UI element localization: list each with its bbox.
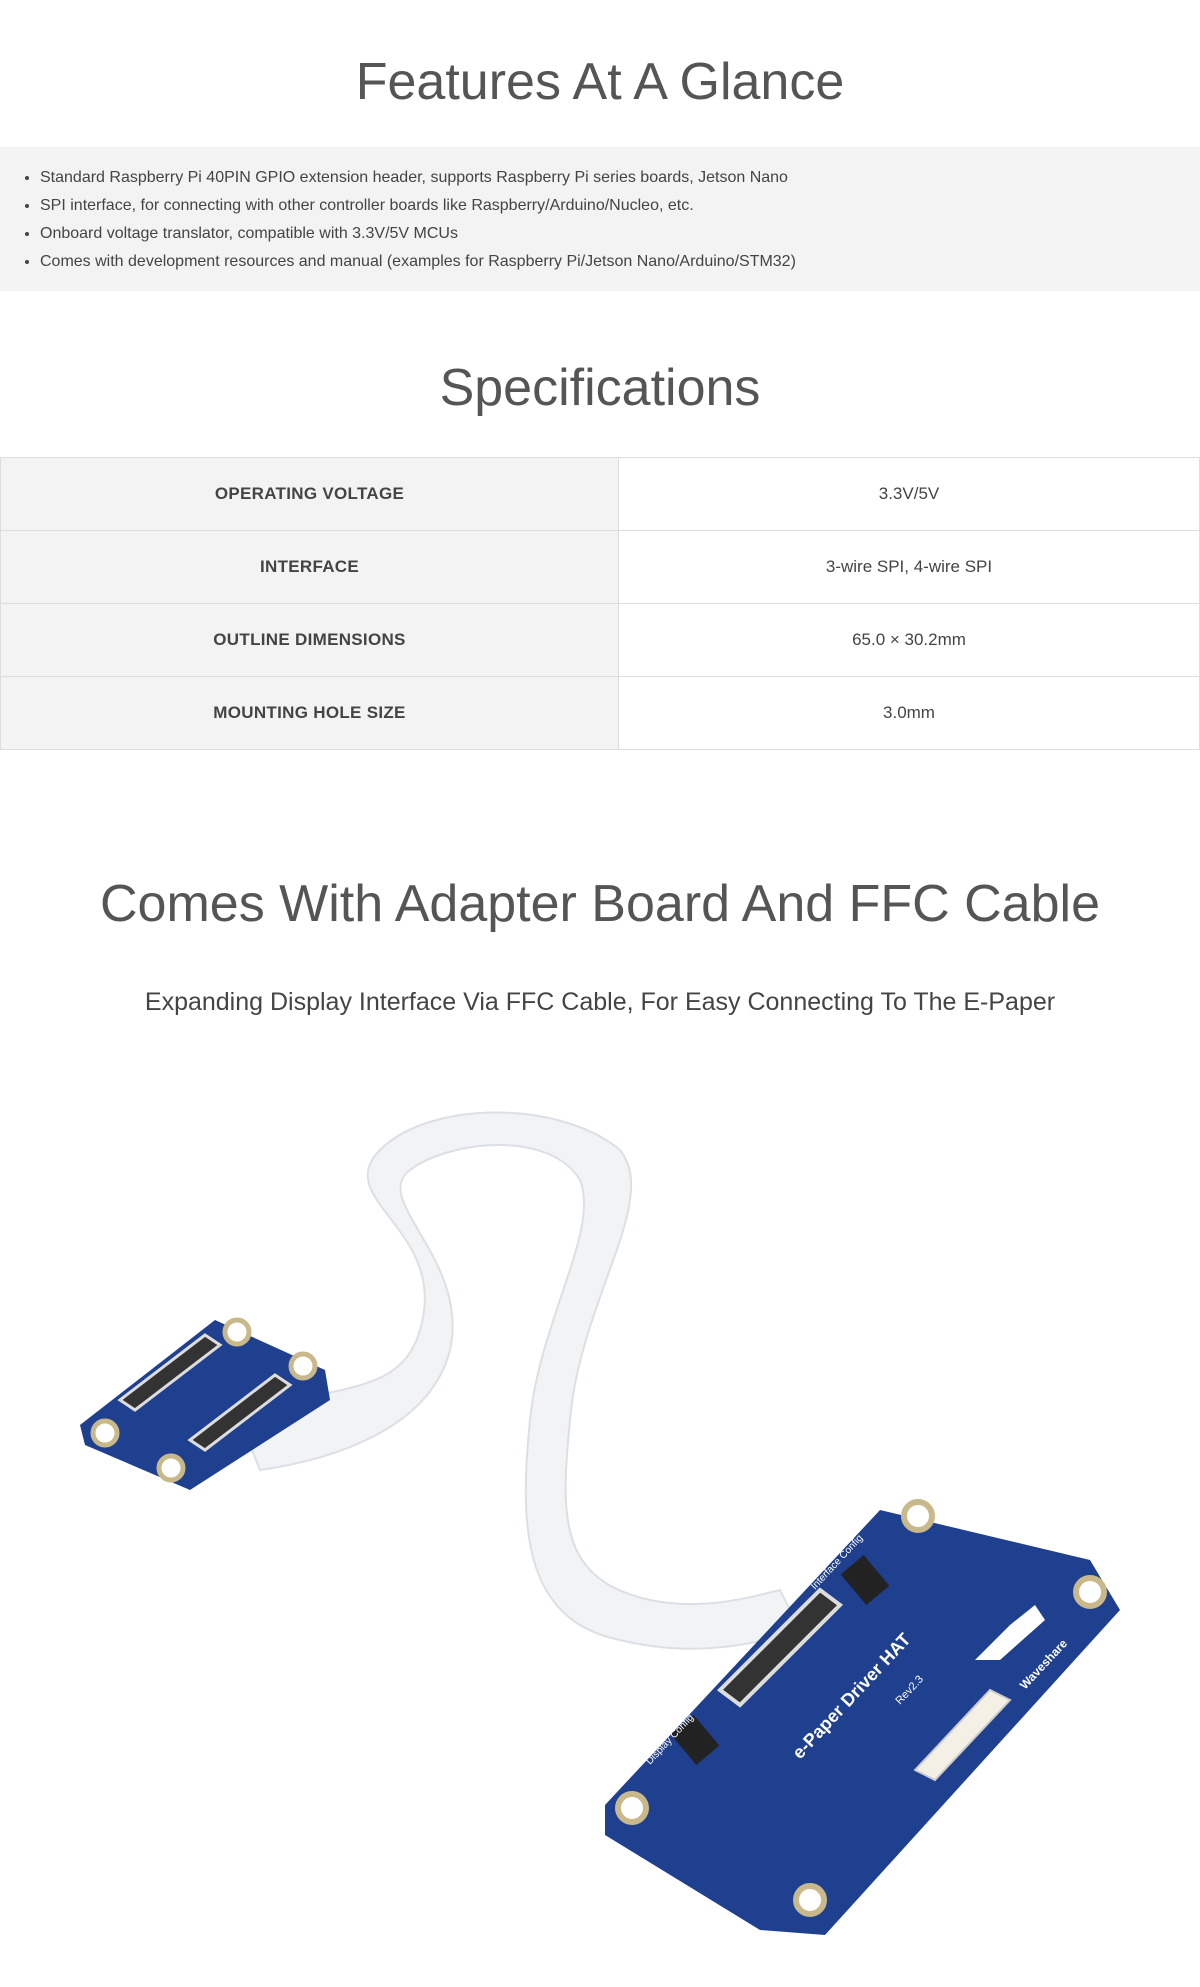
waveshare-logo-icon: [975, 1605, 1045, 1660]
adapter-title: Comes With Adapter Board And FFC Cable: [99, 875, 1100, 933]
feature-item: Onboard voltage translator, compatible w…: [40, 220, 796, 248]
spec-value: 3.0mm: [618, 676, 1200, 750]
product-image: e-Paper Driver HAT Rev2.3 Waveshare Inte…: [80, 1111, 1120, 1935]
feature-item: Comes with development resources and man…: [40, 248, 796, 276]
e-paper-driver-hat: e-Paper Driver HAT Rev2.3 Waveshare Inte…: [605, 1499, 1120, 1935]
spec-label: OPERATING VOLTAGE: [0, 457, 619, 531]
spec-label: INTERFACE: [0, 530, 619, 604]
spec-value: 65.0 × 30.2mm: [618, 603, 1200, 677]
specifications-title: Specifications: [439, 359, 761, 417]
spec-value: 3.3V/5V: [618, 457, 1200, 531]
spec-label: MOUNTING HOLE SIZE: [0, 676, 619, 750]
adapter-board: [80, 1317, 330, 1490]
spec-value: 3-wire SPI, 4-wire SPI: [618, 530, 1200, 604]
feature-item: Standard Raspberry Pi 40PIN GPIO extensi…: [40, 164, 796, 192]
features-list: Standard Raspberry Pi 40PIN GPIO extensi…: [0, 164, 796, 276]
adapter-subtitle: Expanding Display Interface Via FFC Cabl…: [144, 988, 1056, 1016]
feature-item: SPI interface, for connecting with other…: [40, 192, 796, 220]
features-list-section: Standard Raspberry Pi 40PIN GPIO extensi…: [0, 147, 1200, 291]
spec-label: OUTLINE DIMENSIONS: [0, 603, 619, 677]
features-title: Features At A Glance: [355, 53, 845, 111]
